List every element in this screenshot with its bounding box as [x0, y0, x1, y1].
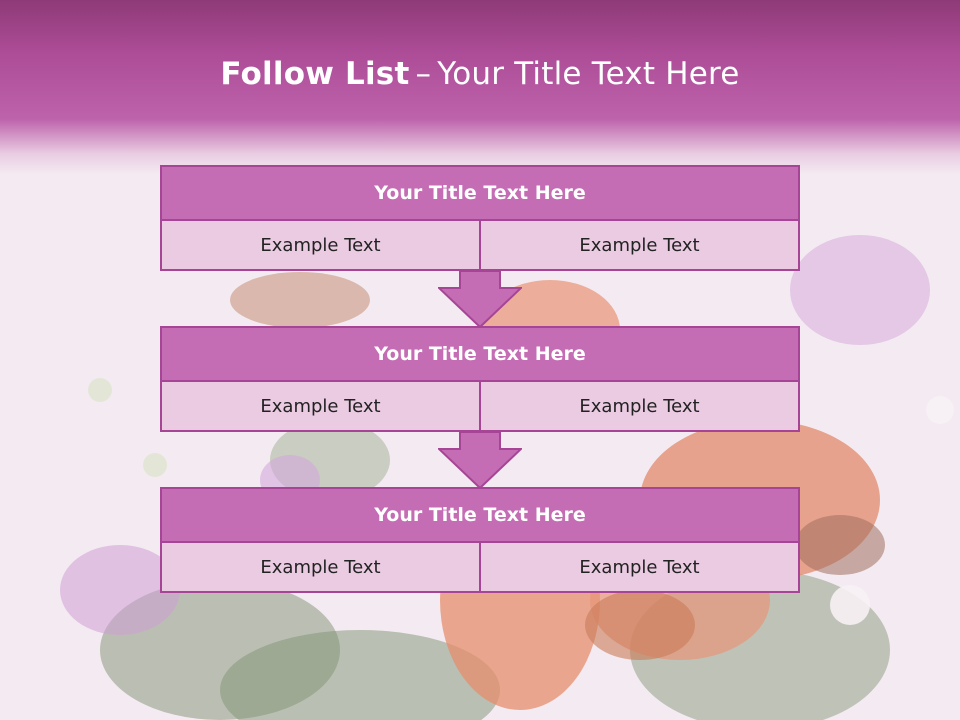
down-arrow-icon [438, 431, 522, 489]
block-row: Example Text Example Text [160, 382, 800, 432]
header-band [0, 0, 960, 175]
title-dash: – [415, 56, 432, 92]
block-cell-right: Example Text [479, 543, 800, 593]
list-block-2: Your Title Text Here Example Text Exampl… [160, 326, 800, 432]
page-title: Follow List–Your Title Text Here [0, 56, 960, 92]
title-rest: Your Title Text Here [437, 56, 740, 92]
title-bold: Follow List [220, 56, 410, 92]
list-block-3: Your Title Text Here Example Text Exampl… [160, 487, 800, 593]
block-title: Your Title Text Here [160, 165, 800, 221]
block-cell-right: Example Text [479, 382, 800, 432]
down-arrow-icon [438, 270, 522, 328]
block-title: Your Title Text Here [160, 326, 800, 382]
block-cell-left: Example Text [160, 382, 479, 432]
block-title: Your Title Text Here [160, 487, 800, 543]
block-cell-right: Example Text [479, 221, 800, 271]
block-row: Example Text Example Text [160, 543, 800, 593]
block-cell-left: Example Text [160, 543, 479, 593]
block-cell-left: Example Text [160, 221, 479, 271]
block-row: Example Text Example Text [160, 221, 800, 271]
list-block-1: Your Title Text Here Example Text Exampl… [160, 165, 800, 271]
